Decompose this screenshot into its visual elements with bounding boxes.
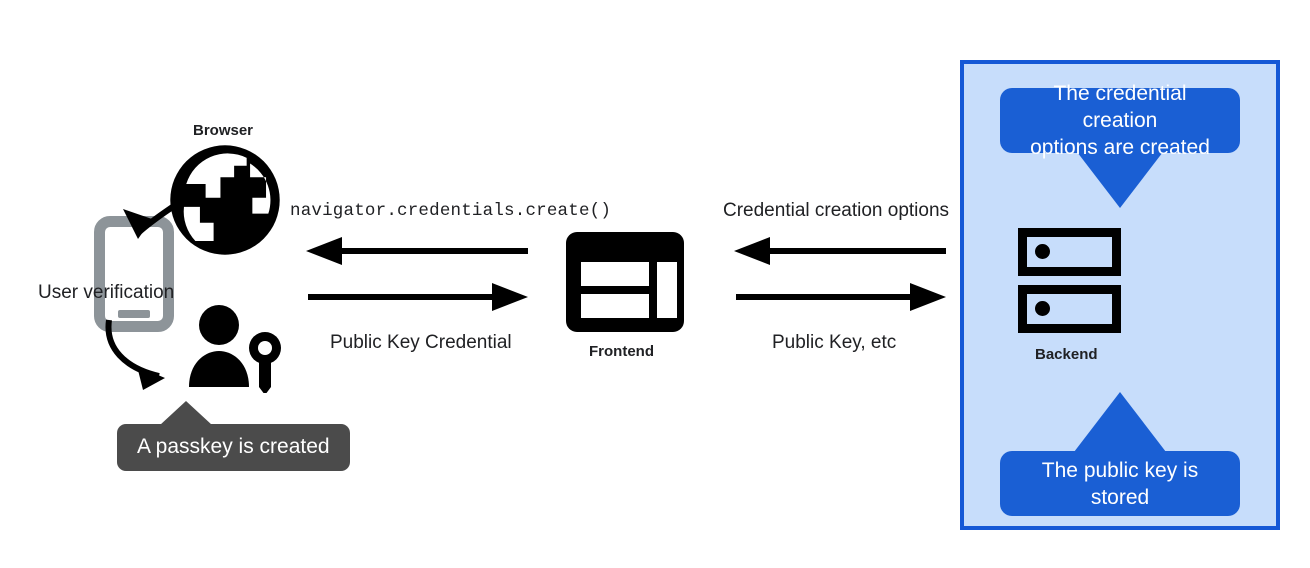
arrow-label-public-key-credential: Public Key Credential	[330, 332, 512, 353]
server-unit-bottom-icon	[1018, 285, 1121, 333]
arrow-label-public-key-etc: Public Key, etc	[772, 332, 897, 353]
globe-icon	[168, 143, 282, 262]
callout-bottom-line2: stored	[1090, 485, 1150, 509]
passkey-tooltip: A passkey is created	[117, 424, 350, 471]
passkey-tooltip-tail-icon	[160, 401, 212, 425]
server-led-bottom-icon	[1035, 301, 1050, 316]
frontend-pane-bottom-left	[581, 294, 649, 318]
user-with-key-icon	[189, 305, 281, 393]
arrow-phone-to-user-icon	[105, 319, 165, 390]
frontend-pane-right	[657, 262, 677, 318]
frontend-label: Frontend	[589, 343, 654, 360]
arrow-label-credential-creation-options: Credential creation options	[723, 200, 950, 221]
backend-label: Backend	[1035, 346, 1098, 363]
browser-label: Browser	[193, 122, 254, 139]
web-layout-icon	[566, 232, 684, 332]
callout-credential-options: The credential creation options are crea…	[1000, 82, 1240, 159]
callout-top-line2: options are created	[1030, 136, 1210, 159]
arrow-frontend-to-backend-icon	[736, 283, 946, 311]
callout-public-key-stored: The public key is stored	[1000, 451, 1240, 516]
callout-bottom-line1: The public key is	[1041, 458, 1199, 482]
arrow-label-navigator-create: navigator.credentials.create()	[290, 201, 612, 221]
frontend-pane-top-left	[581, 262, 649, 286]
callout-bottom-tail-icon	[1074, 392, 1166, 452]
callout-top-line1: The credential creation	[1053, 82, 1187, 132]
arrow-browser-to-frontend-icon	[308, 283, 528, 311]
callout-top-tail-icon	[1074, 148, 1166, 208]
arrow-backend-to-frontend-icon	[734, 237, 946, 265]
server-unit-top-icon	[1018, 228, 1121, 276]
user-verification-label: User verification	[38, 282, 175, 303]
arrow-frontend-to-browser-icon	[306, 237, 528, 265]
server-led-top-icon	[1035, 244, 1050, 259]
arrow-browser-to-phone-icon	[123, 184, 201, 239]
smartphone-home-bar-icon	[118, 310, 150, 318]
